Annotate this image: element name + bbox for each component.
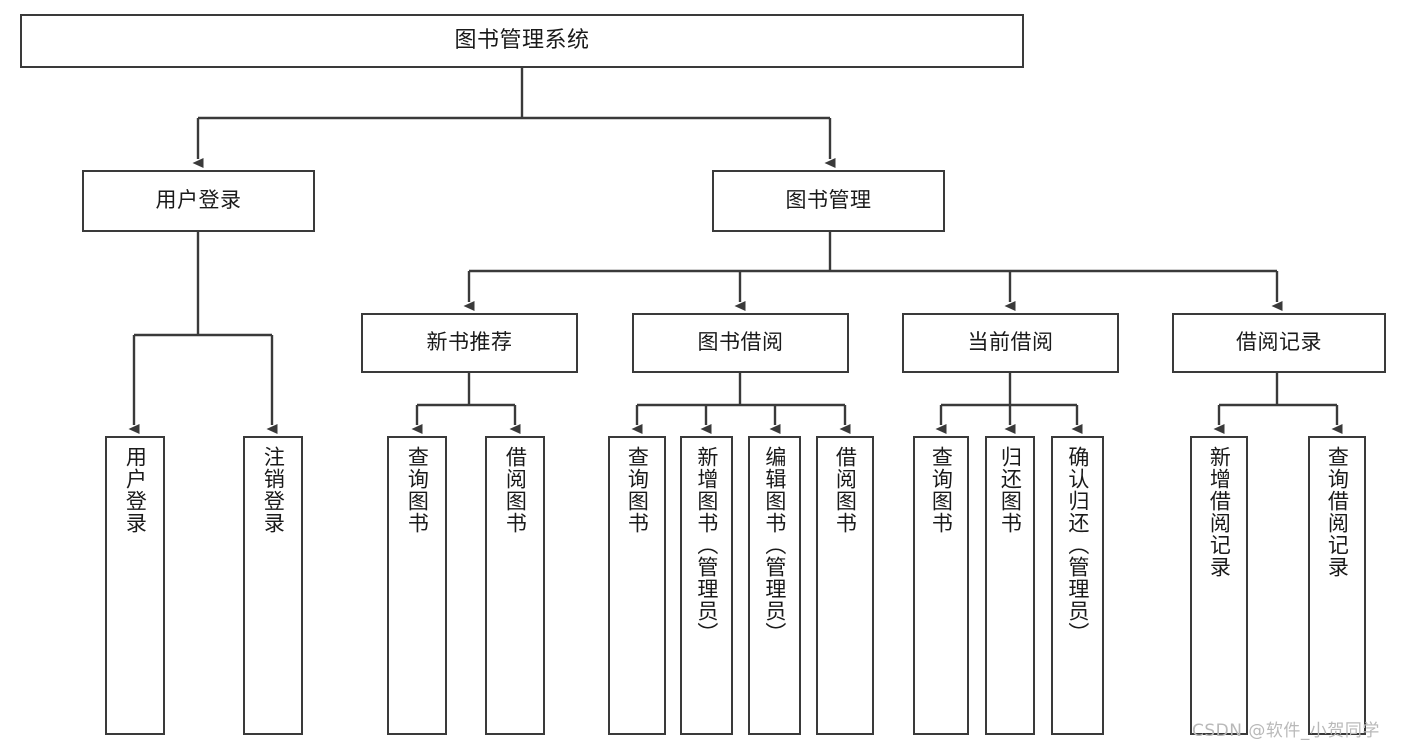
- node-leaf-edit-book-admin[interactable]: 编辑图书（管理员）: [748, 436, 801, 735]
- node-leaf-add-borrow-record[interactable]: 新增借阅记录: [1190, 436, 1248, 735]
- node-leaf-user-login-label: 用户登录: [123, 446, 148, 534]
- node-leaf-confirm-return-admin-label: 确认归还（管理员）: [1065, 446, 1090, 644]
- node-leaf-return-book-label: 归还图书: [998, 446, 1023, 534]
- node-leaf-add-book-admin-label: 新增图书（管理员）: [694, 446, 719, 644]
- node-leaf-logout-login[interactable]: 注销登录: [243, 436, 303, 735]
- node-leaf-add-borrow-record-label: 新增借阅记录: [1207, 446, 1232, 578]
- node-leaf-borrow-book-2-label: 借阅图书: [833, 446, 858, 534]
- node-borrow-record[interactable]: 借阅记录: [1172, 313, 1386, 373]
- node-current-borrow[interactable]: 当前借阅: [902, 313, 1119, 373]
- node-leaf-query-book-2-label: 查询图书: [625, 446, 650, 534]
- node-book-borrow[interactable]: 图书借阅: [632, 313, 849, 373]
- node-root-label: 图书管理系统: [454, 27, 590, 53]
- node-book-manage-label: 图书管理: [785, 188, 872, 213]
- node-leaf-user-login[interactable]: 用户登录: [105, 436, 165, 735]
- node-leaf-return-book[interactable]: 归还图书: [985, 436, 1035, 735]
- node-leaf-query-book-1-label: 查询图书: [405, 446, 430, 534]
- node-leaf-query-borrow-record[interactable]: 查询借阅记录: [1308, 436, 1366, 735]
- csdn-watermark: CSDN @软件_小贺同学: [1192, 721, 1380, 741]
- node-leaf-borrow-book-1-label: 借阅图书: [503, 446, 528, 534]
- node-leaf-query-book-2[interactable]: 查询图书: [608, 436, 666, 735]
- node-new-book-recommend-label: 新书推荐: [426, 330, 513, 355]
- node-root[interactable]: 图书管理系统: [20, 14, 1024, 68]
- node-leaf-borrow-book-1[interactable]: 借阅图书: [485, 436, 545, 735]
- node-new-book-recommend[interactable]: 新书推荐: [361, 313, 578, 373]
- node-leaf-query-borrow-record-label: 查询借阅记录: [1325, 446, 1350, 578]
- node-current-borrow-label: 当前借阅: [967, 330, 1054, 355]
- node-leaf-query-book-1[interactable]: 查询图书: [387, 436, 447, 735]
- node-leaf-edit-book-admin-label: 编辑图书（管理员）: [762, 446, 787, 644]
- node-book-manage[interactable]: 图书管理: [712, 170, 945, 232]
- node-leaf-borrow-book-2[interactable]: 借阅图书: [816, 436, 874, 735]
- node-leaf-confirm-return-admin[interactable]: 确认归还（管理员）: [1051, 436, 1104, 735]
- node-book-borrow-label: 图书借阅: [697, 330, 784, 355]
- node-user-login-label: 用户登录: [155, 188, 242, 213]
- node-leaf-query-book-3-label: 查询图书: [929, 446, 954, 534]
- node-leaf-add-book-admin[interactable]: 新增图书（管理员）: [680, 436, 733, 735]
- node-borrow-record-label: 借阅记录: [1236, 330, 1322, 355]
- node-user-login[interactable]: 用户登录: [82, 170, 315, 232]
- node-leaf-query-book-3[interactable]: 查询图书: [913, 436, 969, 735]
- node-leaf-logout-login-label: 注销登录: [261, 446, 286, 534]
